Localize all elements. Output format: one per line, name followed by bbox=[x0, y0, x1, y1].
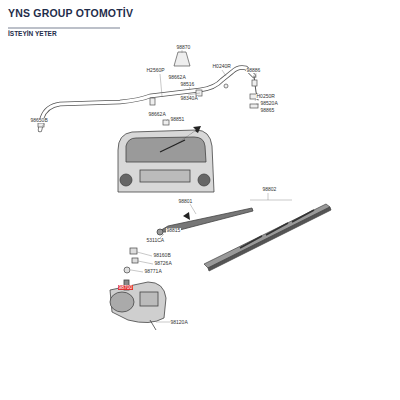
callout-number: 98886 bbox=[246, 68, 261, 73]
callout-number: H0240R bbox=[212, 64, 231, 69]
callout-number: 98120A bbox=[170, 320, 188, 325]
callout-number: 98870 bbox=[176, 45, 191, 50]
callout-number: 98650B bbox=[30, 118, 48, 123]
callout-number: 98516 bbox=[180, 82, 195, 87]
wiper-arm bbox=[157, 208, 253, 235]
leader-lines bbox=[42, 50, 292, 322]
callout-number: H2560P bbox=[146, 68, 165, 73]
callout-number: 98700 bbox=[118, 285, 133, 290]
car-rear bbox=[118, 130, 214, 192]
callout-number: 98865 bbox=[260, 108, 275, 113]
callout-number: 98520A bbox=[260, 101, 278, 106]
brand-title: YNS GROUP OTOMOTİV bbox=[8, 8, 133, 19]
callout-number: 98662A bbox=[168, 75, 186, 80]
callout-number: 98160B bbox=[153, 253, 171, 258]
callout-number: 98802 bbox=[262, 187, 277, 192]
callout-number: 98771A bbox=[144, 269, 162, 274]
pointer-arrows bbox=[168, 126, 201, 220]
callout-number: 98801 bbox=[178, 199, 193, 204]
callout-number: 98726A bbox=[154, 261, 172, 266]
callout-number: 98662A bbox=[148, 112, 166, 117]
header-rule bbox=[8, 28, 120, 29]
hose-clips bbox=[38, 52, 258, 127]
washer-hose bbox=[40, 68, 258, 131]
callout-number: 98340A bbox=[180, 96, 198, 101]
callout-number: H0250R bbox=[256, 94, 275, 99]
small-parts bbox=[124, 248, 138, 273]
callout-number: 98851 bbox=[170, 117, 185, 122]
callout-number: 98815 bbox=[166, 228, 181, 233]
wiper-motor bbox=[110, 280, 166, 330]
wiper-blade bbox=[204, 204, 331, 271]
callout-number: 5311CA bbox=[146, 238, 165, 243]
slogan: İSTEYİN YETER bbox=[8, 31, 57, 38]
